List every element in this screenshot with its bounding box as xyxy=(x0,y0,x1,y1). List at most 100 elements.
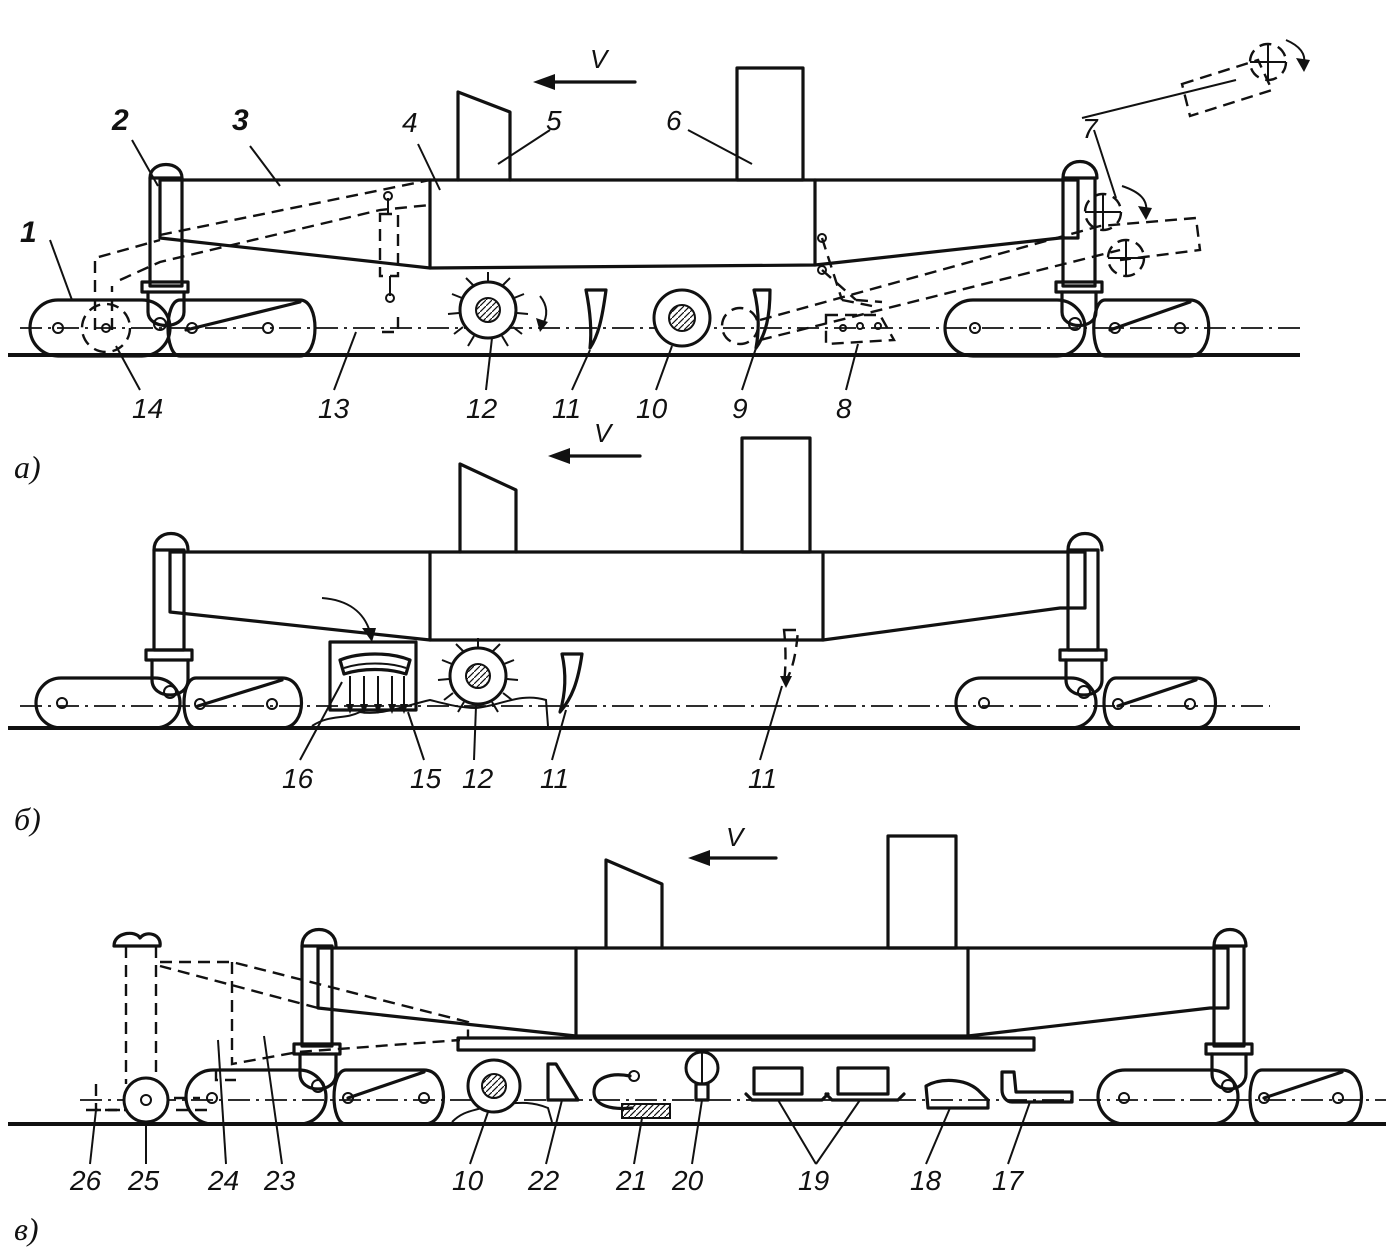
tool-8-hole-3-a xyxy=(874,322,882,330)
label-8: 8 xyxy=(836,393,852,424)
ripper-11-b xyxy=(558,652,584,714)
leg-collar-right-b xyxy=(1058,648,1108,662)
boom-roller-14-a xyxy=(80,302,132,354)
leg-left-a xyxy=(148,176,184,288)
plate-21-c xyxy=(621,1103,671,1119)
leg-cap-right-b xyxy=(1066,532,1104,552)
track-left-wheel-2-b xyxy=(163,685,177,699)
leg-collar-right-a xyxy=(1054,280,1104,294)
tower-b xyxy=(740,436,812,554)
scraper-18-c xyxy=(924,1078,990,1110)
track-right-b xyxy=(954,676,1098,730)
roller-10-hub-a xyxy=(668,304,696,332)
track-right-wheel-2-c xyxy=(1221,1079,1235,1093)
cylinder-bracket-a xyxy=(382,316,400,334)
label-15: 15 xyxy=(410,763,442,794)
distributor-15-b xyxy=(328,640,418,712)
drum-16-arc-b xyxy=(343,662,407,669)
rear-boom-dash-2-a xyxy=(759,248,1121,342)
track-right-a xyxy=(943,298,1087,358)
label-21: 21 xyxy=(615,1165,647,1196)
track-bogie-left-link-a xyxy=(184,300,302,332)
rotor-12-teeth-b xyxy=(437,638,519,713)
extension-dash-6-c xyxy=(94,1084,120,1112)
flow-arrow-head-b xyxy=(362,628,376,642)
skate-19-left-c xyxy=(744,1092,830,1102)
label-2: 2 xyxy=(111,104,129,137)
track-left-wheel-1-a xyxy=(52,322,64,334)
label-19: 19 xyxy=(798,1165,829,1196)
rear-boom-rotation-2-head-a xyxy=(1296,58,1310,72)
track-bogie-left-a xyxy=(166,298,317,358)
label-4: 4 xyxy=(402,107,418,138)
panel-caption-c: в) xyxy=(14,1211,39,1247)
track-bogie-right-wheel-1-b xyxy=(1112,698,1124,710)
label-9: 9 xyxy=(732,393,748,424)
track-bogie-left-wheel-1-b xyxy=(194,698,206,710)
label-3: 3 xyxy=(232,104,249,137)
label-5: 5 xyxy=(546,105,562,136)
rotor-12-hub-b xyxy=(465,663,491,689)
track-bogie-left-wheel-2-b xyxy=(266,698,278,710)
track-left-wheel-2-c xyxy=(311,1079,325,1093)
track-bogie-right-wheel-2-c xyxy=(1332,1092,1344,1104)
main-frame-a xyxy=(158,178,1080,270)
leg-collar-left-a xyxy=(140,280,190,294)
velocity-arrowhead-c xyxy=(688,850,710,866)
track-bogie-left-wheel-2-a xyxy=(262,322,274,334)
label-11-b: 11 xyxy=(540,763,569,794)
spray-arrows-b xyxy=(346,676,408,714)
velocity-label-c: V xyxy=(726,822,746,852)
leg-right-a xyxy=(1061,176,1097,288)
track-right-wheel-1-a xyxy=(969,322,981,334)
track-right-wheel-2-a xyxy=(1068,317,1082,331)
tool-8-hole-2-a xyxy=(856,322,864,330)
label-7: 7 xyxy=(1082,113,1099,144)
rotor-12-rotation-head-a xyxy=(536,318,548,332)
leader-lines-a xyxy=(49,79,1237,391)
track-bogie-right-wheel-2-b xyxy=(1184,698,1196,710)
rear-boom-rotation-1-head-a xyxy=(1138,206,1152,220)
roller-10-hub-c xyxy=(481,1073,507,1099)
leg-right-c xyxy=(1212,944,1246,1048)
cab-c xyxy=(604,858,664,950)
label-11-b2: 11 xyxy=(748,763,777,794)
tower-a xyxy=(735,66,805,182)
ripper-11-raised-arrow-b xyxy=(780,676,792,688)
panel-caption-a: а) xyxy=(14,449,41,485)
track-bogie-left-b xyxy=(182,676,303,730)
leg-cap-left-c xyxy=(300,928,338,948)
skate-19-right-body-c xyxy=(836,1066,890,1096)
leg-foot-right-c xyxy=(1210,1052,1248,1091)
main-frame-b xyxy=(168,550,1087,642)
rotor-12-hub-a xyxy=(475,297,501,323)
label-22: 22 xyxy=(527,1165,560,1196)
drum-16-b xyxy=(338,652,412,676)
boom-dash-2-a xyxy=(119,203,431,282)
track-bogie-left-wheel-1-a xyxy=(186,322,198,334)
track-left-a xyxy=(28,298,172,358)
track-bogie-left-wheel-1-c xyxy=(342,1092,354,1104)
label-23: 23 xyxy=(263,1165,296,1196)
track-bogie-right-wheel-1-a xyxy=(1109,322,1121,334)
track-left-wheel-1-c xyxy=(206,1092,218,1104)
tool-8-pin-2-a xyxy=(817,265,827,275)
label-10-c: 10 xyxy=(452,1165,484,1196)
track-bogie-left-link-b xyxy=(196,678,284,708)
track-right-c xyxy=(1096,1068,1240,1126)
label-13: 13 xyxy=(318,393,350,424)
track-bogie-right-wheel-1-c xyxy=(1258,1092,1270,1104)
tool-8-pin-1-a xyxy=(817,233,827,243)
velocity-label-a: V xyxy=(590,44,610,74)
panel-c: V xyxy=(8,822,1386,1247)
label-12: 12 xyxy=(466,393,498,424)
panel-caption-b: б) xyxy=(14,801,41,837)
track-left-wheel-2-a xyxy=(153,317,167,331)
cylinder-body-a xyxy=(378,212,400,278)
track-bogie-right-wheel-2-a xyxy=(1174,322,1186,334)
skate-19-right-c xyxy=(824,1092,906,1102)
track-bogie-right-a xyxy=(1092,298,1211,358)
cylinder-pin-bottom-a xyxy=(385,293,395,303)
extension-dash-8-c xyxy=(174,1096,210,1112)
ripper-11-a xyxy=(584,288,608,350)
